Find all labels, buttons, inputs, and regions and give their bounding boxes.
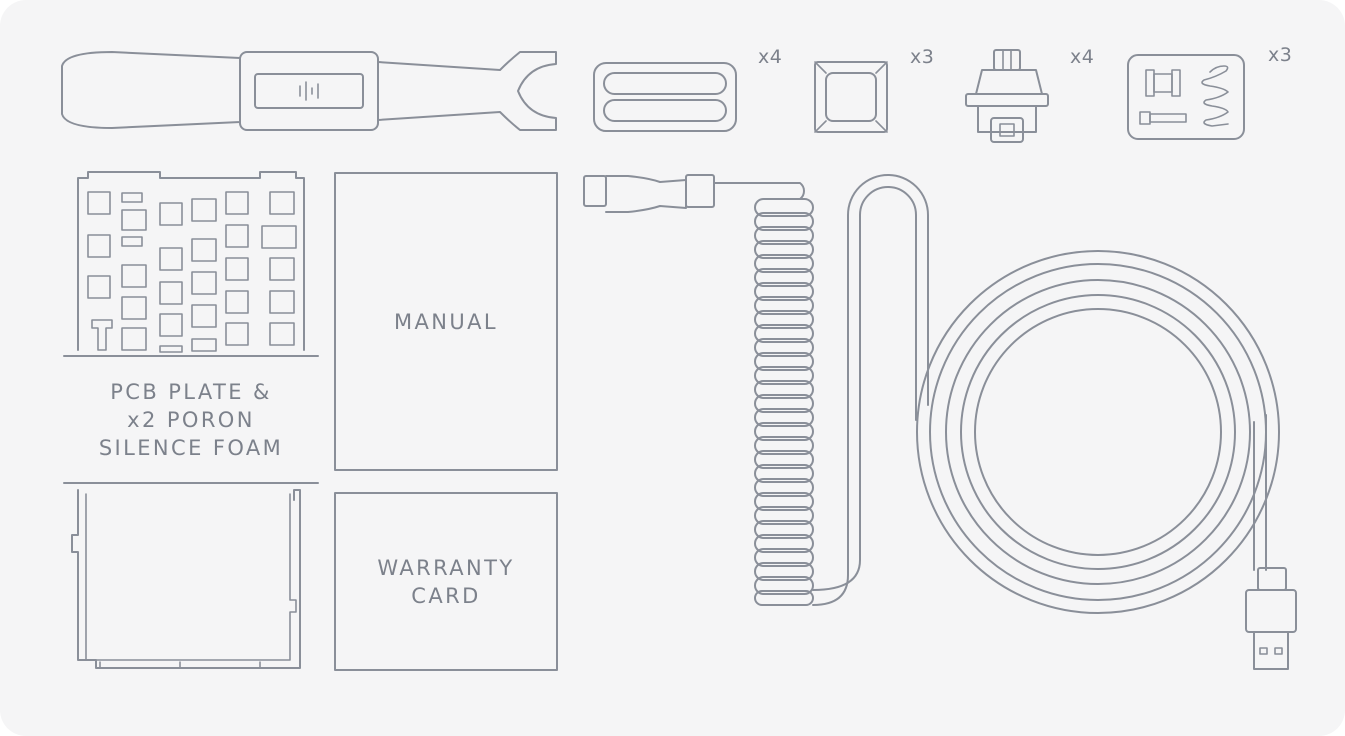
pcb-label-line-2: x2 PORON [127, 408, 255, 432]
screwdriver-icon [61, 51, 557, 131]
switch-quantity: x4 [1070, 46, 1095, 68]
keycap-quantity: x3 [910, 46, 935, 68]
warranty-label-line-2: CARD [411, 584, 481, 608]
spare-parts-quantity: x3 [1268, 44, 1293, 66]
manual-icon [334, 172, 558, 471]
pcb-label-line-1: PCB PLATE & [110, 380, 272, 404]
warranty-card-icon [334, 492, 558, 671]
warranty-card-label: WARRANTY CARD [335, 554, 557, 610]
stabilizer-quantity: x4 [758, 46, 783, 68]
coiled-cable-icon [583, 174, 1297, 670]
pcb-plate-label: PCB PLATE & x2 PORON SILENCE FOAM [64, 378, 318, 462]
pcb-plate-icon [63, 171, 319, 357]
warranty-label-line-1: WARRANTY [377, 556, 515, 580]
spare-parts-kit-icon [1127, 54, 1245, 140]
keycap-icon [814, 61, 888, 133]
manual-label: MANUAL [393, 310, 499, 334]
poron-foam-icon [63, 482, 319, 669]
switch-icon [965, 49, 1049, 143]
pcb-label-line-3: SILENCE FOAM [98, 436, 284, 460]
stabilizer-icon [593, 62, 737, 132]
